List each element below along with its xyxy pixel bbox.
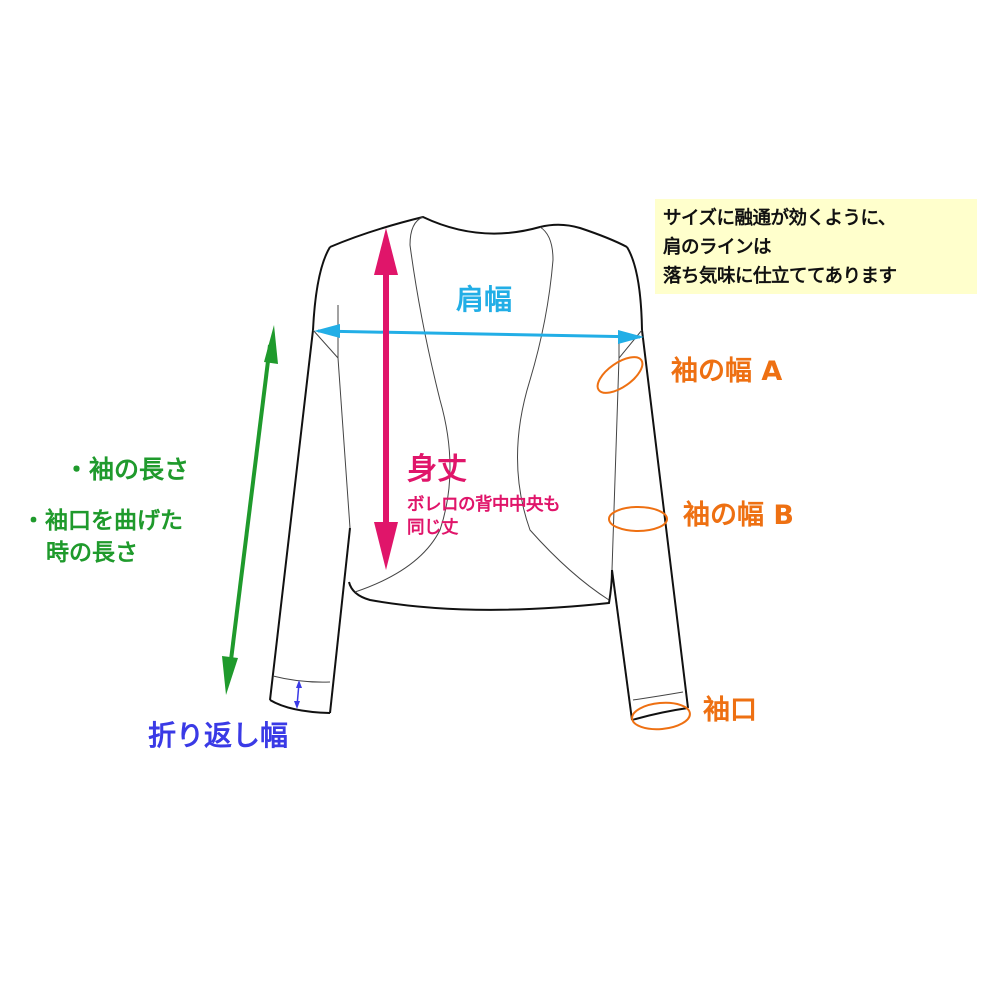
shoulder-width-arrow bbox=[314, 324, 644, 344]
sizing-note: サイズに融通が効くように、 肩のラインは 落ち気味に仕立ててあります bbox=[655, 199, 977, 294]
note-line-2: 肩のラインは bbox=[663, 237, 772, 258]
note-line-3: 落ち気味に仕立ててあります bbox=[663, 266, 897, 287]
fold-width-arrow bbox=[294, 680, 302, 709]
sleeve-width-b-label: 袖の幅 B bbox=[683, 500, 794, 531]
sleeve-length-folded-label: ・袖口を曲げた 時の長さ bbox=[22, 505, 183, 569]
sleeve-length-folded-line-1: ・袖口を曲げた bbox=[22, 508, 183, 534]
garment-inner-lines bbox=[272, 216, 684, 701]
sleeve-width-a-label: 袖の幅 A bbox=[671, 356, 783, 387]
body-length-note: ボレロの背中中央も 同じ丈 bbox=[407, 494, 561, 540]
shoulder-width-label: 肩幅 bbox=[456, 283, 513, 316]
garment-outline bbox=[269, 215, 689, 721]
body-length-arrow bbox=[374, 228, 398, 570]
sleeve-length-arrow bbox=[222, 325, 278, 695]
sleeve-width-b-marker bbox=[608, 506, 668, 532]
cuff-marker bbox=[631, 701, 691, 731]
body-length-label: 身丈 bbox=[407, 452, 467, 487]
note-line-1: サイズに融通が効くように、 bbox=[663, 208, 896, 229]
sleeve-markers bbox=[596, 356, 691, 731]
sleeve-length-folded-line-2: 時の長さ bbox=[46, 540, 138, 566]
fold-width-label: 折り返し幅 bbox=[148, 719, 289, 752]
cuff-label: 袖口 bbox=[703, 695, 757, 726]
body-length-note-line-2: 同じ丈 bbox=[407, 518, 459, 538]
body-length-note-line-1: ボレロの背中中央も bbox=[407, 495, 561, 515]
sleeve-width-a-marker bbox=[596, 356, 644, 394]
sleeve-length-label: ・袖の長さ bbox=[64, 455, 190, 484]
